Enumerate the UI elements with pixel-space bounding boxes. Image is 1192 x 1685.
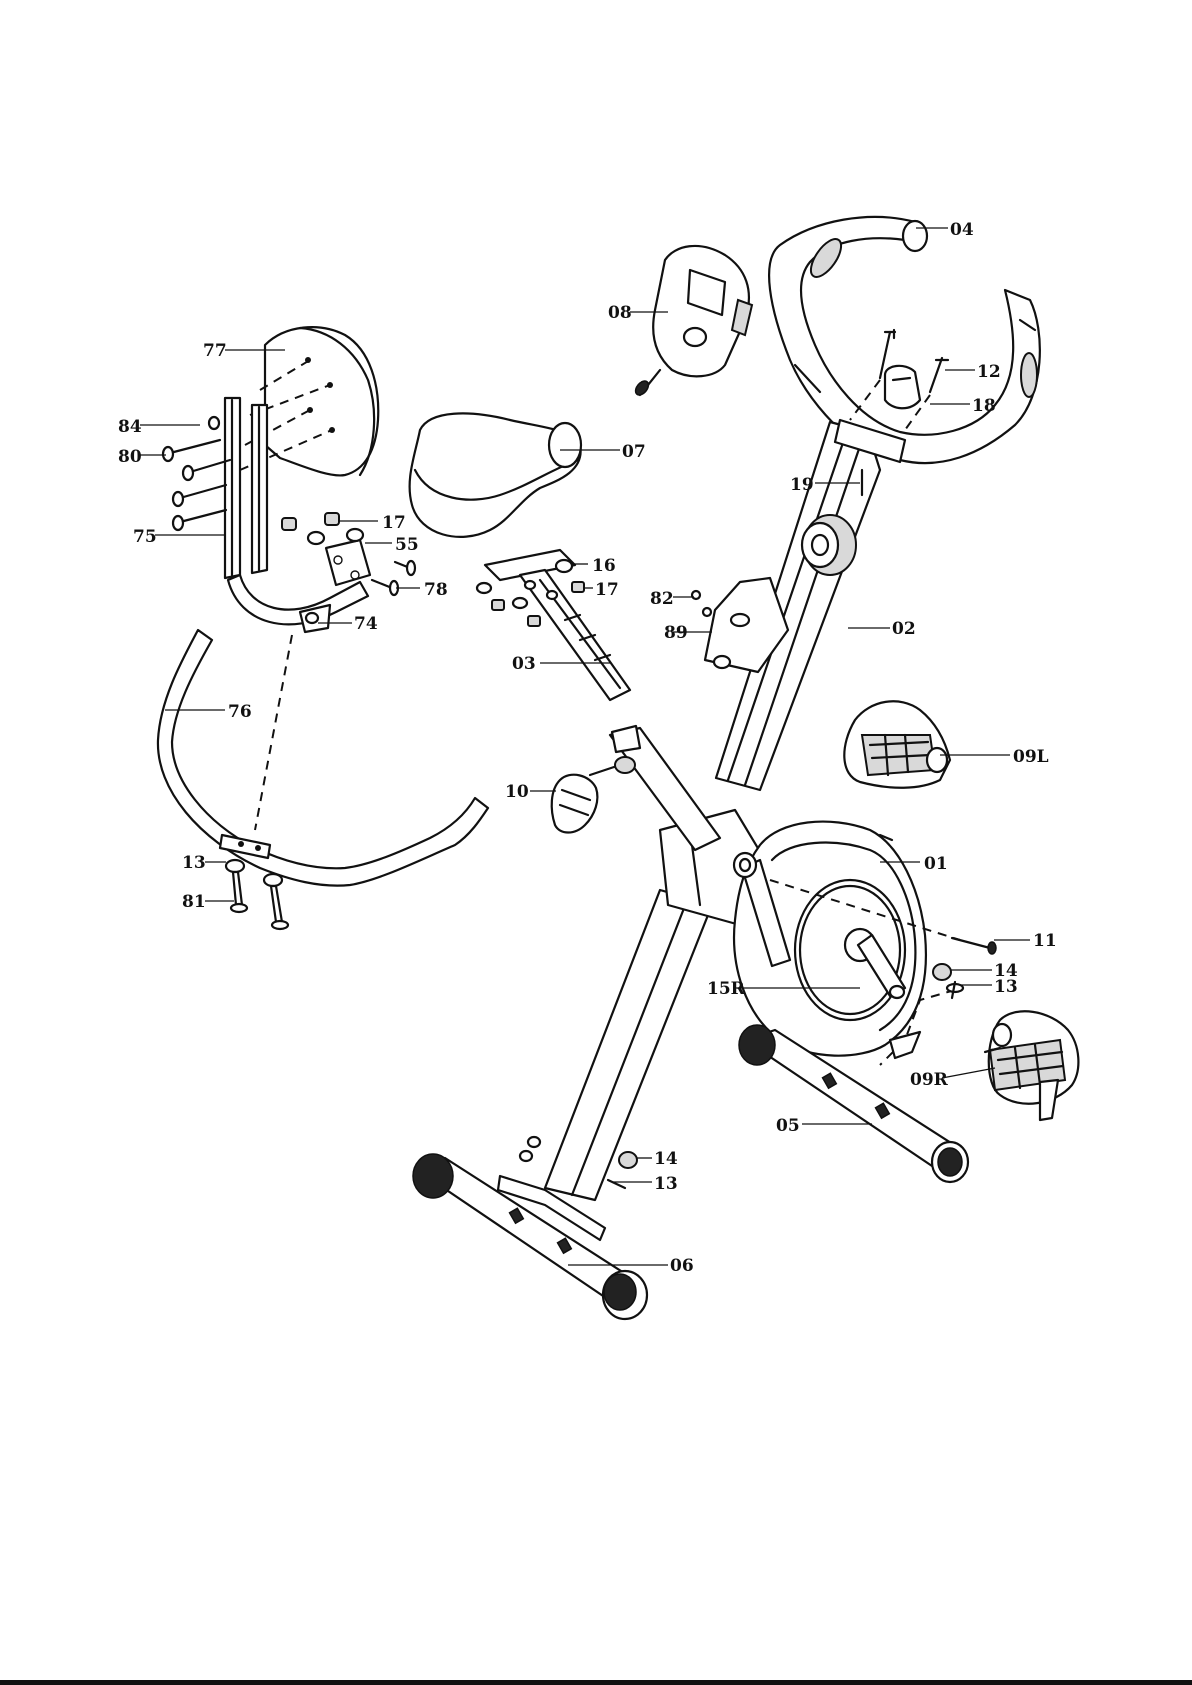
label-10: 10: [505, 782, 529, 802]
adjust-knob-part: [552, 757, 635, 833]
pedal-right-part: [985, 1011, 1078, 1120]
label-09R: 09R: [910, 1070, 949, 1090]
front-stabilizer-part: [413, 1137, 647, 1319]
handlebar-part: [769, 217, 1040, 463]
console-part: [633, 246, 752, 397]
label-78: 78: [424, 580, 448, 600]
label-02: 02: [892, 619, 916, 639]
label-74: 74: [354, 614, 378, 634]
label-14b: 14: [654, 1149, 678, 1169]
label-77: 77: [203, 341, 227, 361]
label-82: 82: [650, 589, 674, 609]
label-81: 81: [182, 892, 206, 912]
label-80: 80: [118, 447, 142, 467]
label-01: 01: [924, 854, 948, 874]
pedal-left-part: [844, 701, 950, 787]
backrest-tube-part: [158, 630, 488, 929]
label-05: 05: [776, 1116, 800, 1136]
seat-part: [410, 413, 581, 536]
label-13b: 13: [994, 977, 1018, 997]
label-08: 08: [608, 303, 632, 323]
label-06: 06: [670, 1256, 694, 1276]
label-55: 55: [395, 535, 419, 555]
label-17b: 17: [595, 580, 619, 600]
label-11: 11: [1033, 931, 1057, 951]
label-13c: 13: [654, 1174, 678, 1194]
label-04: 04: [950, 220, 974, 240]
label-16: 16: [592, 556, 616, 576]
label-07: 07: [622, 442, 646, 462]
label-09L: 09L: [1013, 747, 1049, 767]
label-17a: 17: [382, 513, 406, 533]
label-15R: 15R: [707, 979, 746, 999]
label-13a: 13: [182, 853, 206, 873]
label-03: 03: [512, 654, 536, 674]
label-75: 75: [133, 527, 157, 547]
label-18: 18: [972, 396, 996, 416]
page-bottom-rule: [0, 1680, 1192, 1685]
label-12: 12: [977, 362, 1001, 382]
label-76: 76: [228, 702, 252, 722]
label-19: 19: [790, 475, 814, 495]
label-84: 84: [118, 417, 142, 437]
label-89: 89: [664, 623, 688, 643]
